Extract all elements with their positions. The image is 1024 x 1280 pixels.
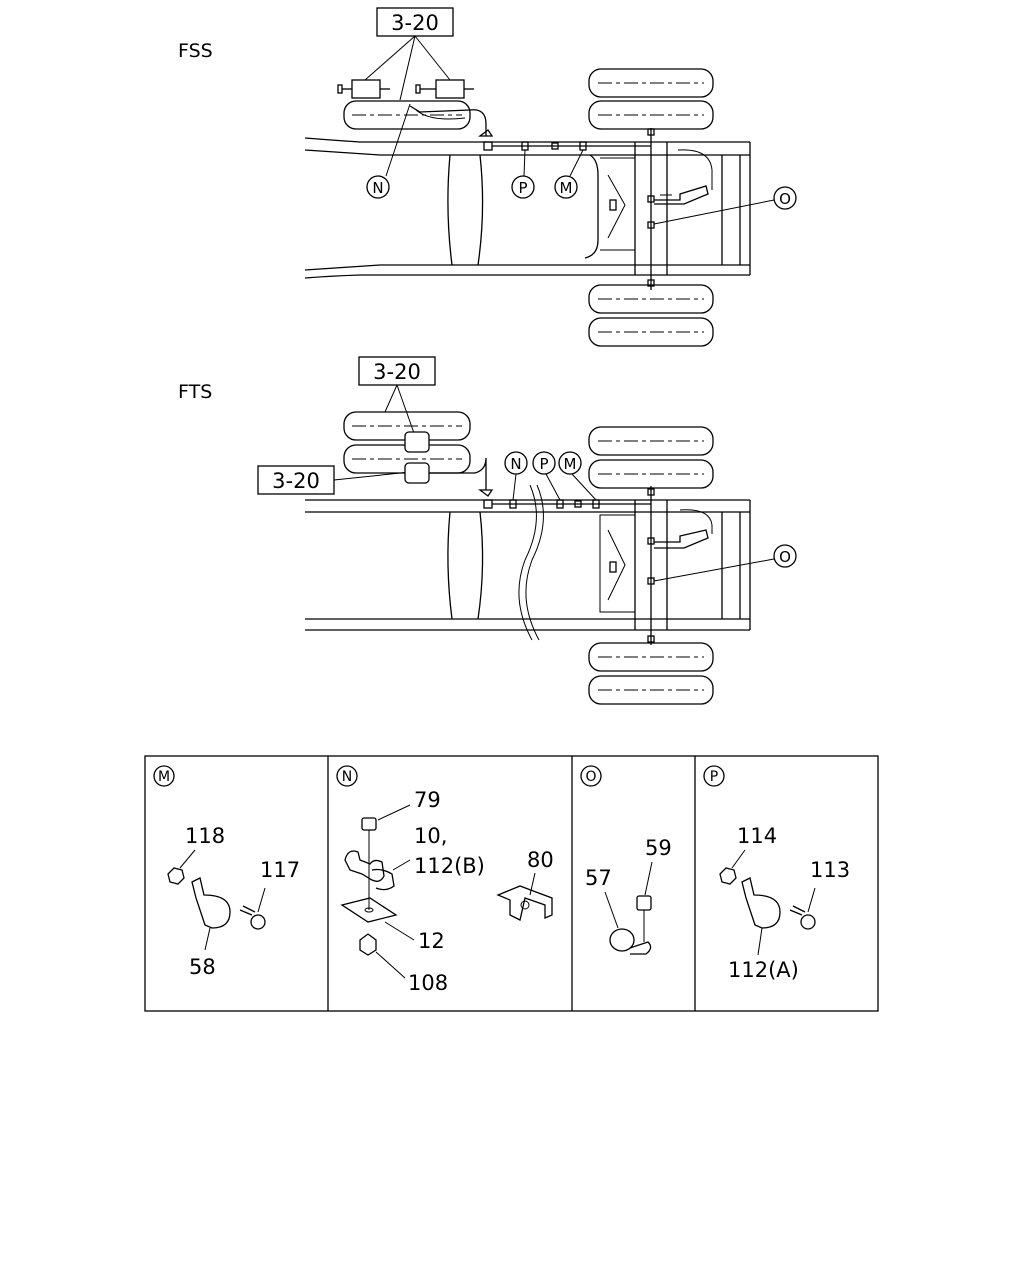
svg-text:P: P (518, 179, 527, 197)
part-10[interactable]: 10, (414, 824, 447, 848)
rear-tire-lower-outer (588, 675, 714, 705)
svg-text:M: M (560, 179, 573, 197)
bolt-icon (361, 817, 377, 831)
callout-o[interactable] (773, 186, 797, 210)
detail-panel-o: O 59 57 (580, 765, 672, 955)
part-108[interactable]: 108 (408, 971, 448, 995)
detail-panel-p: P 114 113 112(A) (703, 765, 850, 982)
svg-text:M: M (564, 455, 577, 473)
callout-m[interactable] (558, 451, 582, 475)
part-58[interactable]: 58 (189, 955, 216, 979)
panel-letter-p (703, 765, 725, 787)
bolt-icon (800, 914, 816, 930)
svg-text:3-20: 3-20 (272, 469, 320, 493)
callout-n[interactable] (366, 175, 390, 199)
bracket-icon (496, 885, 553, 921)
nut-icon (719, 867, 737, 885)
panel-letter-m (153, 765, 175, 787)
callout-p[interactable] (532, 451, 556, 475)
detail-panels: M 118 117 58 N 79 10, 112(B) 80 12 108 (144, 755, 879, 1012)
part-57[interactable]: 57 (585, 866, 612, 890)
clamp-icon (344, 850, 385, 882)
svg-text:O: O (585, 769, 596, 785)
clamp-ring-icon (609, 928, 635, 952)
fts-variant-label: FTS (178, 381, 212, 403)
part-80[interactable]: 80 (527, 848, 554, 872)
detail-panel-frame (144, 755, 879, 1012)
sensor-unit-left (351, 79, 381, 99)
fss-diagram: FSS 3-20 (178, 7, 797, 347)
callout-p[interactable] (511, 175, 535, 199)
rear-tire-upper-inner (588, 100, 714, 130)
part-118[interactable]: 118 (185, 824, 225, 848)
nut-icon (167, 867, 185, 885)
rear-tire-lower-inner (588, 284, 714, 314)
front-tire-upper (343, 100, 471, 130)
svg-text:3-20: 3-20 (373, 360, 421, 384)
clip-bracket-icon (741, 877, 781, 929)
plate-icon (340, 897, 398, 923)
fts-diagram: FTS 3-20 3-20 (178, 356, 797, 705)
bolt-icon (636, 895, 652, 911)
svg-text:P: P (710, 769, 718, 785)
part-117[interactable]: 117 (260, 858, 300, 882)
part-113[interactable]: 113 (810, 858, 850, 882)
nut-icon (359, 933, 377, 956)
part-59[interactable]: 59 (645, 836, 672, 860)
sensor-unit-lower (404, 462, 430, 484)
detail-panel-n: N 79 10, 112(B) 80 12 108 (336, 765, 554, 995)
part-112a[interactable]: 112(A) (728, 958, 799, 982)
svg-text:N: N (510, 455, 521, 473)
sensor-unit-right (435, 79, 465, 99)
part-112b[interactable]: 112(B) (414, 854, 485, 878)
svg-text:O: O (779, 548, 791, 566)
svg-text:N: N (372, 179, 383, 197)
detail-panel-m: M 118 117 58 (153, 765, 300, 979)
bolt-icon (250, 914, 266, 930)
svg-text:M: M (158, 769, 170, 785)
sensor-unit-upper (404, 431, 430, 453)
rear-tire-upper-inner (588, 459, 714, 489)
ref-box-label: 3-20 (391, 11, 439, 35)
part-114[interactable]: 114 (737, 824, 777, 848)
svg-text:N: N (342, 769, 352, 785)
fss-variant-label: FSS (178, 40, 213, 62)
part-12[interactable]: 12 (418, 929, 445, 953)
panel-letter-n (336, 765, 358, 787)
rear-tire-upper-outer (588, 68, 714, 98)
rear-tire-upper-outer (588, 426, 714, 456)
callout-o[interactable] (773, 544, 797, 568)
callout-m[interactable] (554, 175, 578, 199)
svg-text:O: O (779, 190, 791, 208)
rear-tire-lower-outer (588, 317, 714, 347)
svg-text:P: P (539, 455, 548, 473)
clip-bracket-icon (191, 877, 231, 929)
callout-n[interactable] (504, 451, 528, 475)
rear-tire-lower-inner (588, 642, 714, 672)
part-79[interactable]: 79 (414, 788, 441, 812)
panel-letter-o (580, 765, 602, 787)
